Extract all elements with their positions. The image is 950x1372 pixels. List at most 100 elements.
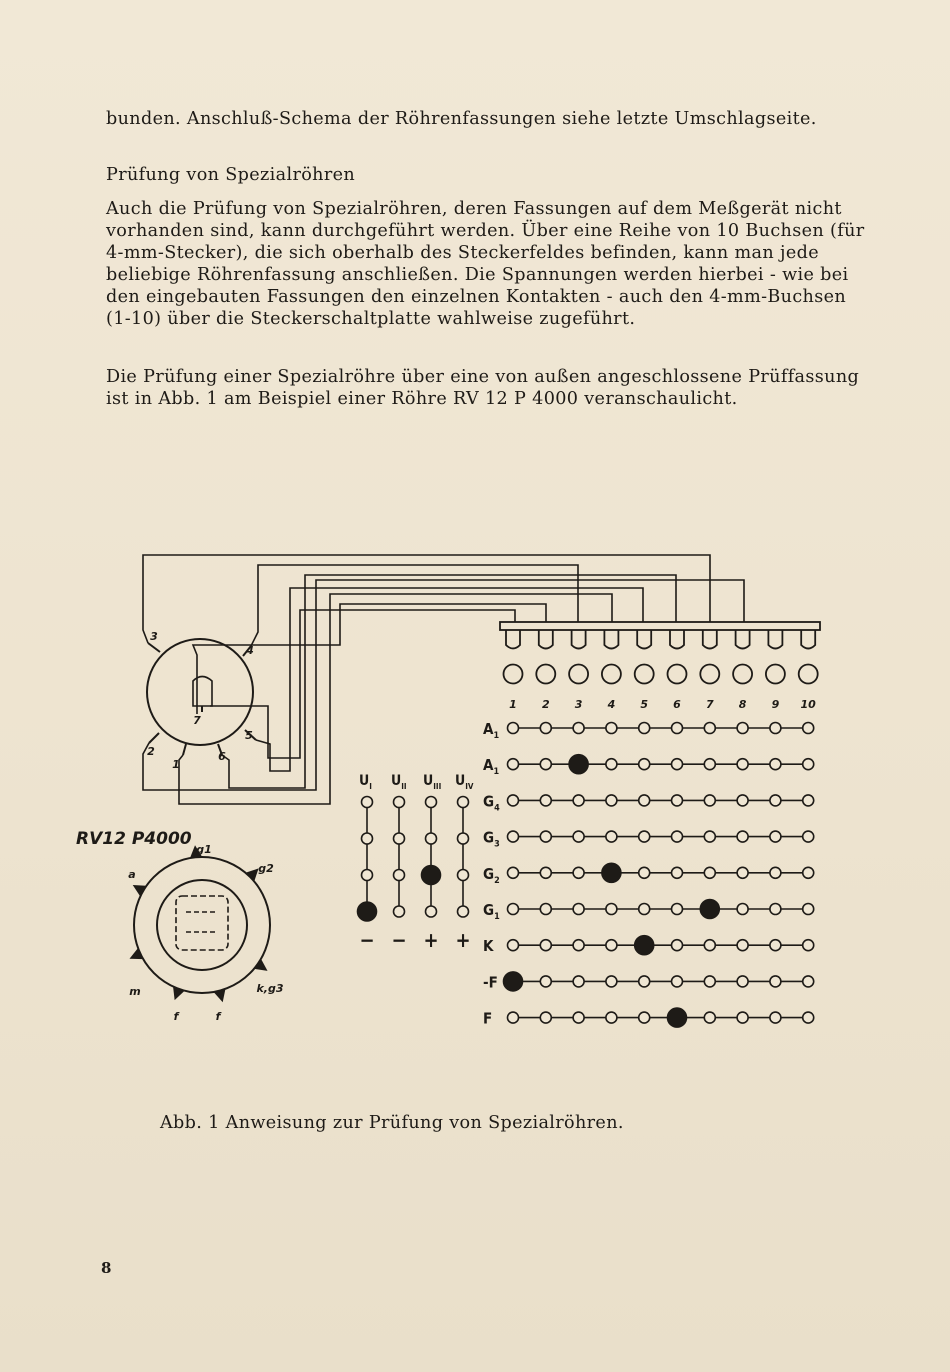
jack-terminal — [699, 663, 721, 685]
row-contact — [769, 757, 782, 771]
jack-socket — [537, 630, 554, 650]
row-contact — [769, 938, 782, 952]
row-contact — [736, 794, 749, 807]
row-plug-selected — [601, 862, 622, 884]
tube-base-outer — [133, 856, 271, 994]
socket-pin — [147, 642, 161, 653]
wire — [142, 579, 745, 791]
jack-socket — [603, 630, 620, 650]
tube-pin-label: a — [128, 868, 135, 881]
row-contact — [769, 866, 782, 880]
row-plug-selected — [699, 898, 721, 920]
row-contact — [539, 902, 553, 916]
jack-terminal — [535, 663, 557, 685]
row-label: G2 — [483, 865, 500, 886]
row-contact — [801, 794, 815, 807]
row-contact — [506, 757, 520, 771]
row-contact — [736, 1011, 749, 1024]
polarity-sign: + — [455, 928, 470, 952]
tube-pin-label: f — [174, 1010, 180, 1023]
column-number: 8 — [739, 698, 747, 711]
socket-pin — [148, 732, 160, 744]
row-contact — [703, 975, 717, 988]
row-contact — [572, 866, 585, 880]
row-contact — [605, 794, 618, 807]
voltage-contact — [456, 868, 470, 882]
socket-pin-number: 2 — [147, 745, 155, 758]
row-contact — [506, 1011, 520, 1024]
wire — [191, 603, 547, 714]
row-contact — [506, 938, 520, 952]
row-contact — [572, 794, 585, 807]
tube-pin — [254, 959, 268, 971]
column-number: 6 — [673, 698, 681, 711]
tube-pin — [132, 885, 147, 897]
row-contact — [769, 721, 782, 735]
row-contact — [801, 902, 815, 916]
row-contact — [539, 721, 553, 735]
row-contact — [506, 830, 520, 843]
socket-key-icon — [192, 675, 213, 707]
row-contact — [769, 1011, 782, 1024]
row-contact — [506, 794, 520, 807]
wire — [255, 587, 644, 772]
polarity-sign: − — [359, 928, 374, 952]
jack-socket — [669, 630, 685, 650]
row-contact — [736, 938, 749, 952]
jack-socket — [734, 630, 751, 650]
row-contact — [506, 866, 520, 880]
row-plug-selected — [502, 971, 524, 992]
row-label: A1 — [483, 720, 499, 741]
row-contact — [637, 975, 651, 988]
row-label: -F — [483, 973, 498, 991]
row-contact — [605, 1011, 618, 1024]
paragraph-special-tubes: Auch die Prüfung von Spezialröhren, dere… — [106, 199, 865, 329]
row-label: G3 — [483, 829, 500, 850]
socket-pin-number: 5 — [245, 729, 253, 742]
row-contact — [670, 757, 684, 771]
row-contact — [801, 866, 815, 880]
row-contact — [703, 866, 717, 880]
row-contact — [670, 830, 684, 843]
voltage-contact — [456, 832, 470, 845]
jack-terminal — [797, 663, 819, 685]
row-contact — [736, 902, 749, 916]
row-contact — [539, 975, 553, 988]
row-contact — [605, 975, 618, 988]
jack-socket — [800, 630, 817, 650]
column-number: 5 — [640, 698, 648, 711]
row-label: A1 — [483, 756, 499, 777]
row-contact — [539, 1011, 553, 1024]
socket-pin-number: 3 — [150, 630, 158, 643]
row-contact — [801, 757, 815, 771]
row-contact — [736, 975, 749, 988]
row-contact — [572, 721, 585, 735]
row-contact — [670, 721, 684, 735]
row-label: G1 — [483, 901, 500, 922]
voltage-contact — [424, 905, 438, 918]
row-contact — [637, 794, 651, 807]
row-contact — [801, 830, 815, 843]
jack-terminal — [601, 663, 622, 685]
polarity-sign: − — [391, 928, 406, 952]
socket-pin-number: 7 — [193, 714, 201, 727]
row-contact — [736, 866, 749, 880]
page-number: 8 — [101, 1259, 112, 1277]
socket-pin-number: 4 — [245, 644, 254, 657]
row-contact — [572, 975, 585, 988]
tube-pin-label: g2 — [258, 862, 274, 875]
row-contact — [572, 938, 585, 952]
row-label: K — [483, 937, 494, 955]
jack-strip-bar — [499, 621, 821, 631]
row-plug-selected — [633, 934, 655, 956]
row-plug-selected — [568, 753, 589, 775]
voltage-contact — [456, 795, 470, 809]
voltage-contact — [392, 868, 406, 882]
jack-socket — [701, 630, 718, 650]
row-contact — [769, 794, 782, 807]
row-contact — [605, 757, 618, 771]
column-number: 3 — [575, 698, 583, 711]
